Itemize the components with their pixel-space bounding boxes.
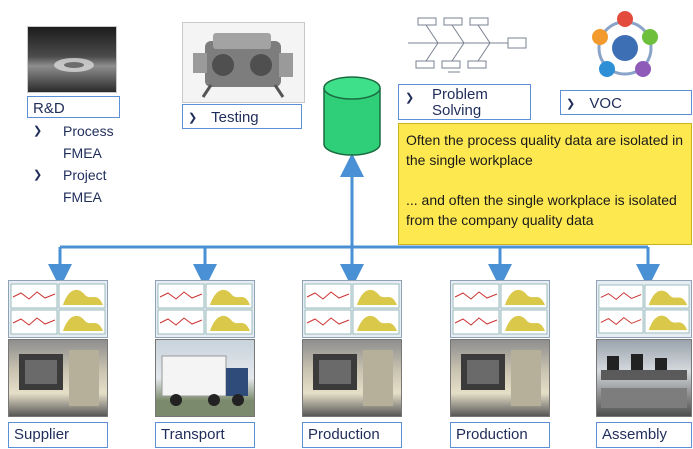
cnc-machine-photo — [8, 339, 108, 417]
quality-chart-screen — [450, 280, 550, 338]
station-production-2: Production — [450, 280, 550, 448]
isolation-note: Often the process quality data are isola… — [398, 123, 692, 245]
station-production-2-label: Production — [450, 422, 550, 448]
testing-label: ❯ Testing — [182, 104, 302, 129]
station-assembly-label: Assembly — [596, 422, 692, 448]
quality-chart-screen — [302, 280, 402, 338]
chevron-right-icon: ❯ — [405, 92, 415, 104]
rnd-bullet-project-fmea: ❯ Project FMEA — [33, 164, 143, 208]
voc-label: ❯ VOC — [560, 90, 692, 115]
station-assembly: Assembly — [596, 280, 692, 448]
quality-chart-screen — [596, 280, 692, 338]
chevron-right-icon: ❯ — [566, 98, 576, 110]
rnd-label: R&D — [27, 96, 120, 118]
rnd-bullet-text: Project FMEA — [63, 167, 107, 205]
quality-chart-screen — [155, 280, 255, 338]
rnd-label-text: R&D — [33, 100, 65, 117]
problem-solving-label-text: Problem Solving — [432, 86, 488, 119]
note-line-1: Often the process quality data are isola… — [406, 132, 684, 168]
station-supplier: Supplier — [8, 280, 108, 448]
station-production-1-label: Production — [302, 422, 402, 448]
rnd-bullet-list: ❯ Process FMEA ❯ Project FMEA — [33, 120, 143, 208]
truck-photo — [155, 339, 255, 417]
cnc-machine-photo — [302, 339, 402, 417]
station-production-1: Production — [302, 280, 402, 448]
assembly-line-photo — [596, 339, 692, 417]
quality-chart-screen — [8, 280, 108, 338]
engine-image — [182, 22, 305, 103]
chevron-right-icon: ❯ — [33, 169, 43, 181]
rnd-bullet-text: Process FMEA — [63, 123, 114, 161]
cnc-machine-photo — [450, 339, 550, 417]
rnd-bullet-process-fmea: ❯ Process FMEA — [33, 120, 143, 164]
fishbone-diagram-icon — [408, 17, 527, 73]
rnd-image — [27, 26, 117, 93]
metal-part-icon — [54, 58, 94, 72]
chevron-right-icon: ❯ — [188, 112, 198, 124]
chevron-right-icon: ❯ — [33, 125, 43, 137]
note-line-2: ... and often the single workplace is is… — [406, 192, 677, 228]
database-cylinder-icon — [323, 76, 381, 156]
station-transport: Transport — [155, 280, 255, 448]
problem-solving-label: ❯ Problem Solving — [398, 84, 531, 120]
station-supplier-label: Supplier — [8, 422, 108, 448]
engine-icon — [193, 33, 293, 98]
voc-label-text: VOC — [589, 95, 622, 112]
voc-cycle-icon — [592, 11, 658, 77]
testing-label-text: Testing — [211, 109, 259, 126]
station-transport-label: Transport — [155, 422, 255, 448]
